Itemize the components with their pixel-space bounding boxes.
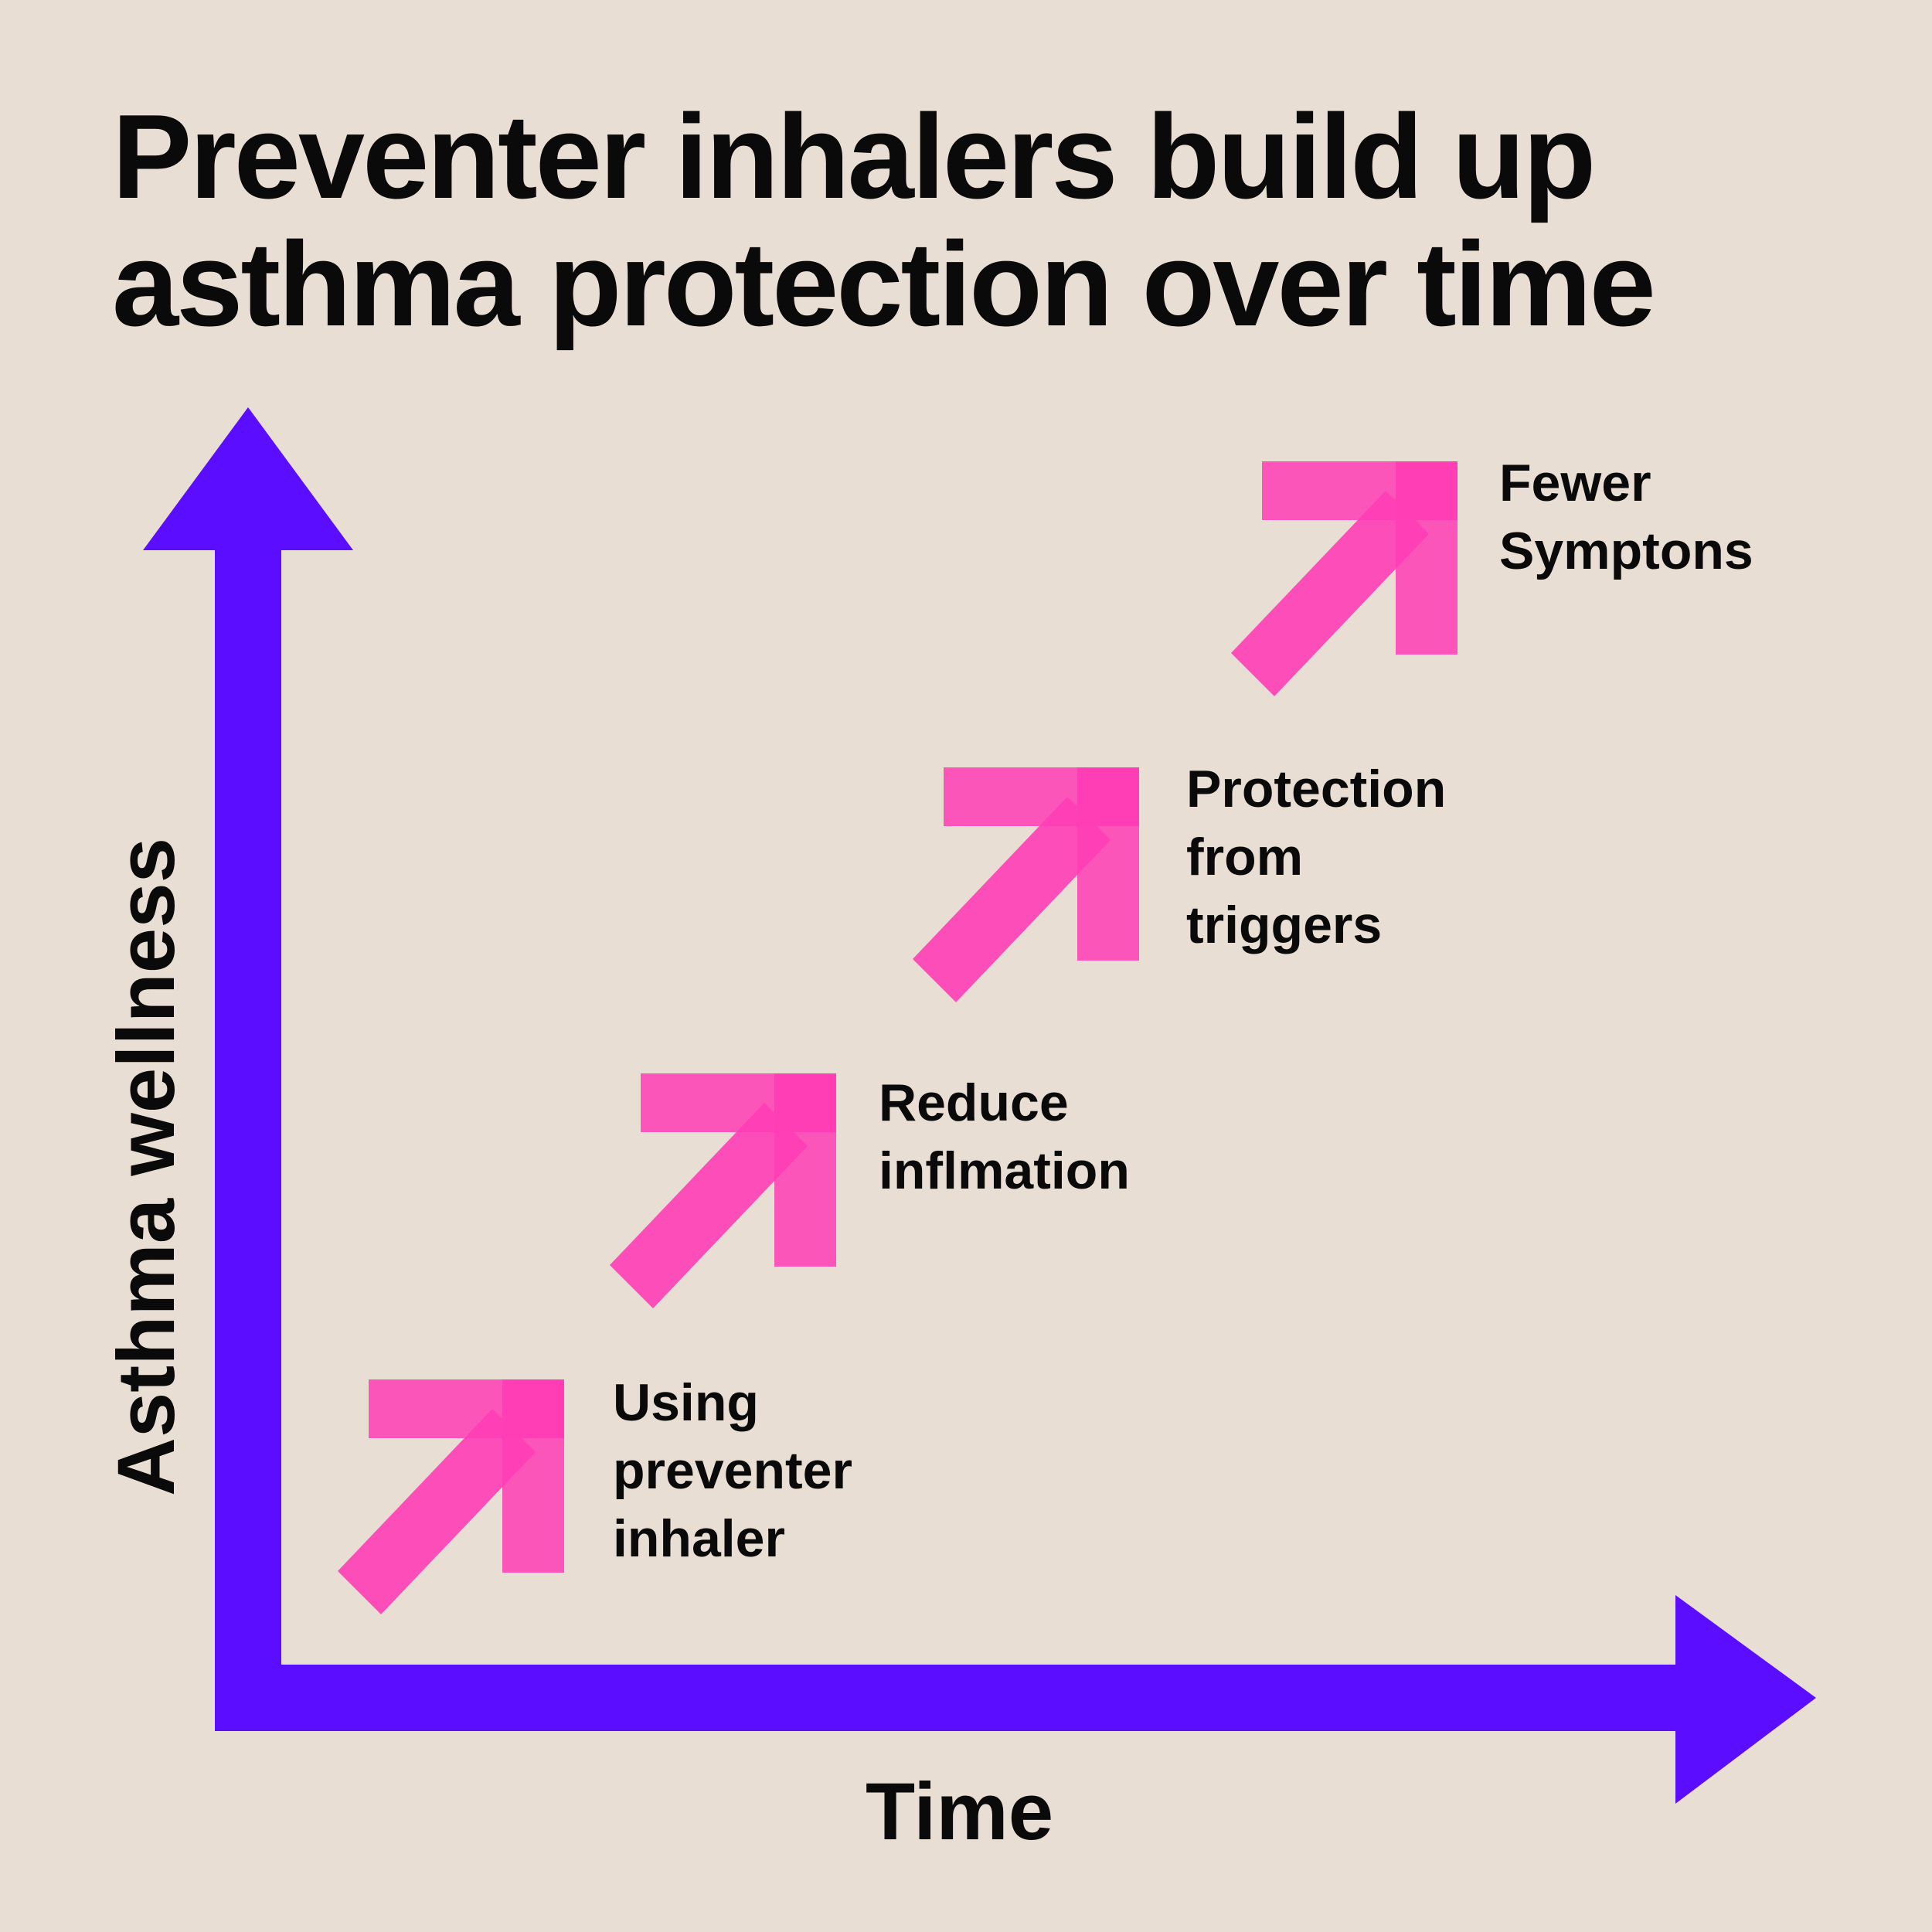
step-3-line: from	[1186, 828, 1304, 886]
step-4-arrow-up-right-icon	[1231, 461, 1458, 696]
arrow-diagonal-bar	[338, 1409, 536, 1614]
step-3-line: triggers	[1186, 896, 1383, 954]
step-2-line: inflmation	[879, 1141, 1130, 1200]
arrow-diagonal-bar	[913, 797, 1111, 1002]
y-axis-arrow-icon	[143, 407, 353, 1731]
step-2-arrow-up-right-icon	[610, 1073, 836, 1308]
arrow-overlap	[774, 1073, 836, 1132]
page-title: Preventer inhalers build up asthma prote…	[112, 90, 1656, 351]
step-3-arrow-up-right-icon	[913, 767, 1139, 1002]
x-axis-arrow-icon	[215, 1595, 1816, 1804]
arrow-diagonal-bar	[1231, 491, 1429, 696]
title-line-2: asthma protection over time	[112, 217, 1656, 351]
step-3-label: Protection from triggers	[1186, 755, 1446, 959]
step-4-line: Symptons	[1499, 522, 1753, 580]
arrow-diagonal-bar	[610, 1103, 808, 1308]
step-4-label: Fewer Symptons	[1499, 449, 1753, 585]
step-1-line: preventer	[613, 1441, 852, 1500]
x-axis-head	[1675, 1595, 1816, 1804]
title-line-1: Preventer inhalers build up	[112, 90, 1596, 223]
arrow-overlap	[1396, 461, 1458, 520]
step-1-arrow-up-right-icon	[338, 1379, 564, 1614]
step-1-line: inhaler	[613, 1509, 785, 1568]
x-axis-label: Time	[866, 1767, 1054, 1857]
x-axis-shaft	[215, 1665, 1677, 1731]
step-3-line: Protection	[1186, 760, 1447, 818]
step-4-line: Fewer	[1499, 454, 1651, 512]
step-1-line: Using	[613, 1373, 759, 1432]
step-2-label: Reduce inflmation	[879, 1069, 1130, 1205]
step-1-label: Using preventer inhaler	[613, 1369, 852, 1573]
y-axis-shaft	[215, 549, 281, 1731]
y-axis-label: Asthma wellness	[101, 838, 192, 1496]
y-axis-head	[143, 407, 353, 550]
arrow-overlap	[502, 1379, 564, 1438]
arrow-overlap	[1077, 767, 1139, 826]
step-2-line: Reduce	[879, 1073, 1069, 1132]
